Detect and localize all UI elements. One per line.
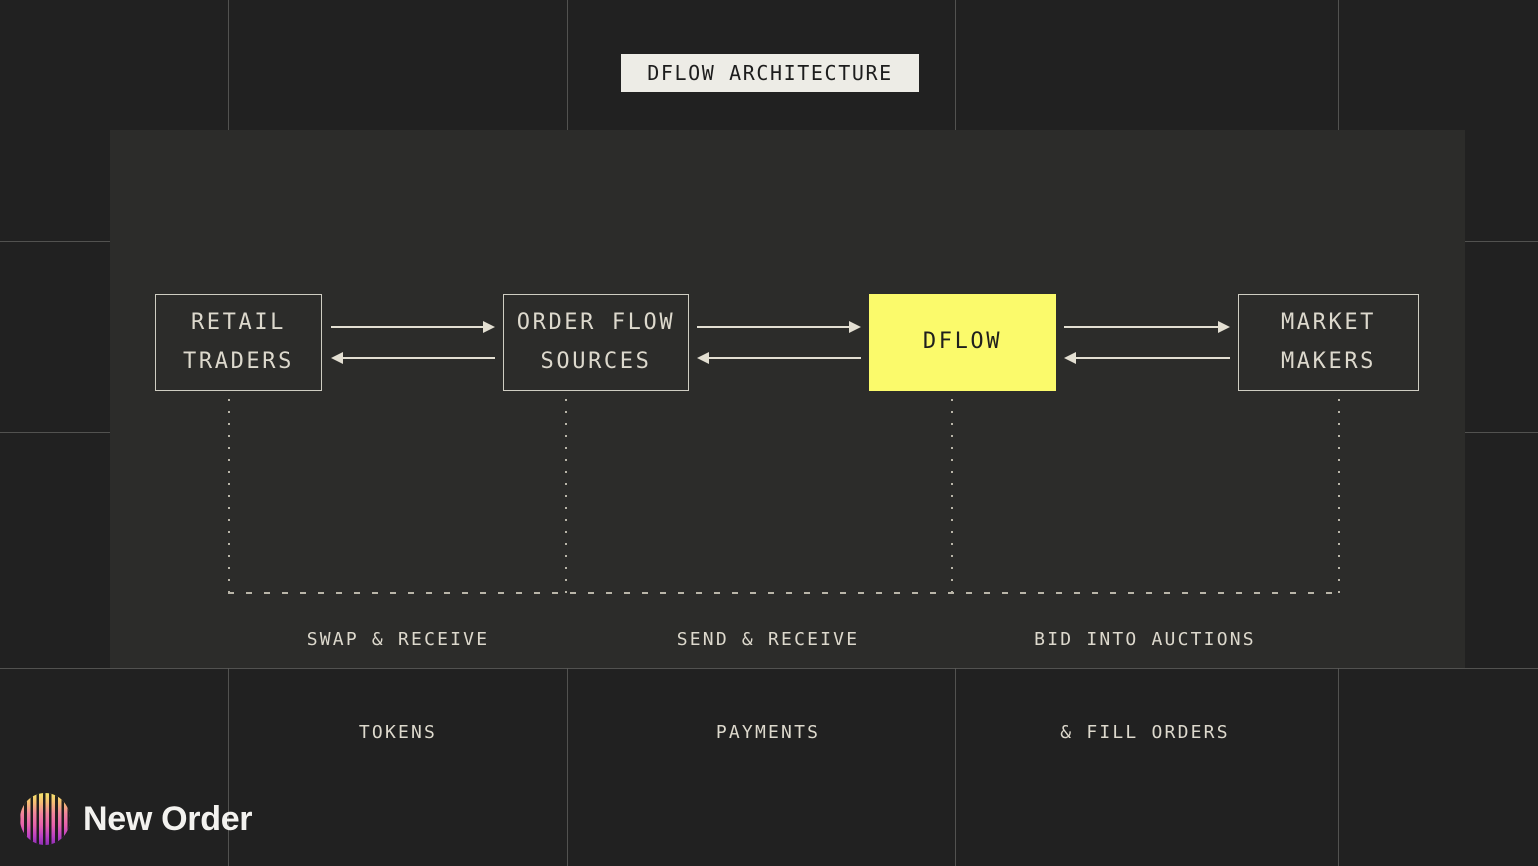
node-dflow[interactable]: DFLOW — [869, 294, 1056, 391]
caption-line1: SEND & RECEIVE — [676, 629, 860, 650]
arrow-dflow-to-makers — [1064, 320, 1230, 334]
node-label-line1: ORDER FLOW — [516, 310, 676, 335]
brand-logo: New Order — [20, 793, 253, 845]
arrow-dflow-to-sources — [697, 351, 861, 365]
dotted-rail-horizontal — [228, 592, 1340, 594]
node-label-line1: DFLOW — [922, 329, 1003, 355]
gridline-horizontal — [0, 668, 1538, 669]
caption-swap-receive-tokens: SWAP & RECEIVE TOKENS — [238, 562, 558, 810]
caption-line1: BID INTO AUCTIONS — [1034, 629, 1256, 650]
dotted-rail-vertical — [1338, 399, 1340, 594]
new-order-circle-icon — [20, 793, 70, 845]
arrow-head-right-icon — [849, 321, 861, 333]
arrow-shaft — [708, 357, 861, 359]
node-label-line2: TRADERS — [183, 348, 294, 374]
caption-line2: & FILL ORDERS — [1060, 722, 1230, 743]
node-label-line1: MARKET — [1280, 310, 1377, 335]
arrow-shaft — [697, 326, 850, 328]
arrow-shaft — [1064, 326, 1219, 328]
arrow-head-left-icon — [331, 352, 343, 364]
node-label-line2: SOURCES — [540, 348, 652, 374]
dotted-rail-vertical — [565, 399, 567, 594]
node-label-line2: MAKERS — [1280, 348, 1377, 374]
caption-line2: TOKENS — [358, 722, 438, 743]
arrow-shaft — [331, 326, 484, 328]
arrow-head-right-icon — [1218, 321, 1230, 333]
brand-name: New Order — [83, 799, 253, 838]
caption-send-receive-payments: SEND & RECEIVE PAYMENTS — [608, 562, 928, 810]
arrow-head-left-icon — [1064, 352, 1076, 364]
diagram-panel — [110, 130, 1465, 668]
arrow-retail-to-sources — [331, 320, 495, 334]
arrow-shaft — [342, 357, 495, 359]
node-retail-traders[interactable]: RETAIL TRADERS — [155, 294, 322, 391]
caption-bid-auctions-fill-orders: BID INTO AUCTIONS & FILL ORDERS — [985, 562, 1305, 810]
arrow-shaft — [1075, 357, 1230, 359]
arrow-makers-to-dflow — [1064, 351, 1230, 365]
page-title: DFLOW ARCHITECTURE — [621, 54, 919, 92]
arrow-sources-to-retail — [331, 351, 495, 365]
arrow-sources-to-dflow — [697, 320, 861, 334]
caption-line1: SWAP & RECEIVE — [306, 629, 490, 650]
caption-line2: PAYMENTS — [715, 722, 821, 743]
node-order-flow-sources[interactable]: ORDER FLOW SOURCES — [503, 294, 689, 391]
dotted-rail-vertical — [228, 399, 230, 594]
dotted-rail-vertical — [951, 399, 953, 594]
arrow-head-right-icon — [483, 321, 495, 333]
node-label-line1: RETAIL — [190, 310, 287, 335]
node-market-makers[interactable]: MARKET MAKERS — [1238, 294, 1419, 391]
arrow-head-left-icon — [697, 352, 709, 364]
